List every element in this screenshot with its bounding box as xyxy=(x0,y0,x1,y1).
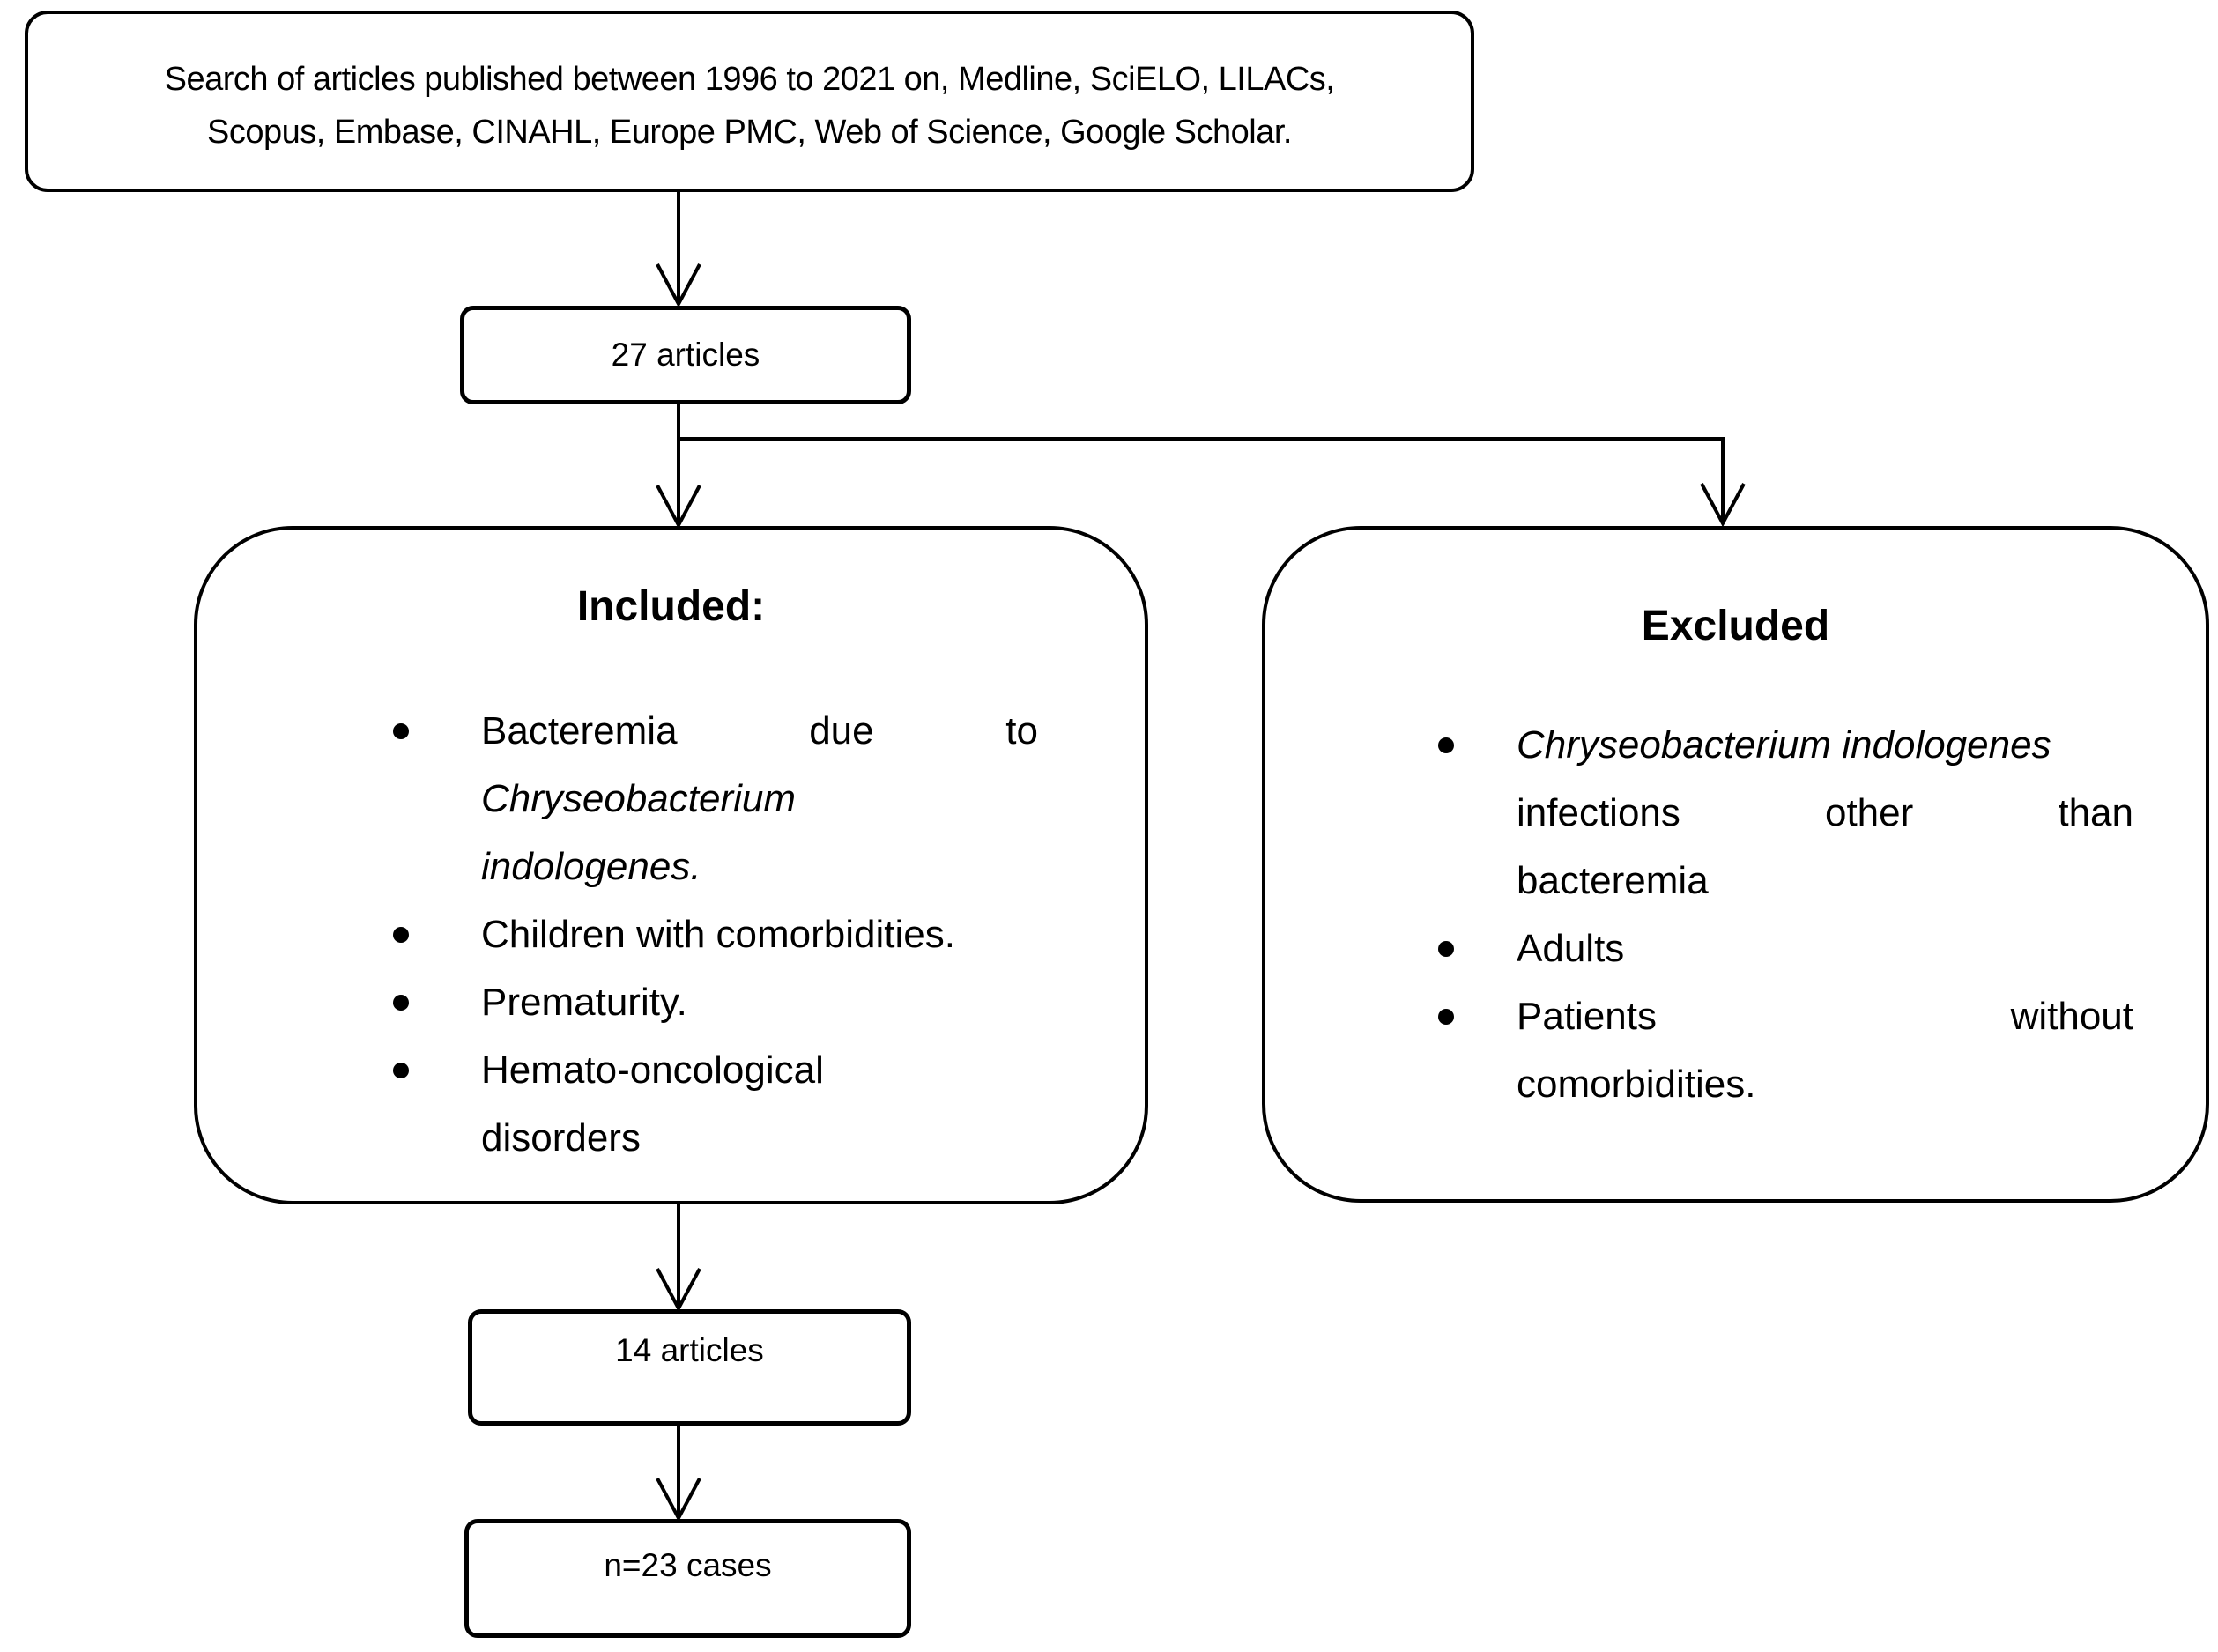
arrow-14articles-to-cases xyxy=(656,1426,701,1522)
articles-found-box: 27 articles xyxy=(460,306,911,404)
bullet-line: Chryseobacterium xyxy=(481,777,797,820)
list-item: Bacteremia due to Chryseobacterium indol… xyxy=(393,697,1038,900)
arrow-27articles-to-included xyxy=(656,404,701,530)
list-item: Adults xyxy=(1438,915,2133,982)
bullet-line: indologenes. xyxy=(481,845,701,888)
list-item: Prematurity. xyxy=(393,968,1038,1036)
search-sources-line1: Search of articles published between 199… xyxy=(164,61,1335,98)
bullet-line: Bacteremia due to xyxy=(481,709,1038,752)
excluded-bullet-list: Chryseobacterium indologenes infections … xyxy=(1438,711,2133,1118)
included-title: Included: xyxy=(576,583,766,630)
list-item: Children with comorbidities. xyxy=(393,900,1038,968)
bullet-line: Adults xyxy=(1517,927,1625,970)
articles-found-label: 27 articles xyxy=(611,337,760,373)
included-bullet-list: Bacteremia due to Chryseobacterium indol… xyxy=(393,697,1038,1172)
bullet-line: Chryseobacterium indologenes xyxy=(1517,723,2051,767)
arrow-included-to-14articles xyxy=(656,1204,701,1313)
excluded-title: Excluded xyxy=(1641,603,1830,649)
bullet-line: Hemato-oncological xyxy=(481,1048,824,1092)
bullet-icon xyxy=(393,927,409,943)
list-item: Patients without comorbidities. xyxy=(1438,982,2133,1118)
bullet-line: infections other than xyxy=(1517,791,2133,834)
included-criteria-box: Included: Bacteremia due to Chryseobacte… xyxy=(194,526,1148,1204)
selected-articles-box: 14 articles xyxy=(468,1309,911,1426)
bullet-icon xyxy=(393,1063,409,1078)
cases-box: n=23 cases xyxy=(464,1519,911,1638)
selected-articles-label: 14 articles xyxy=(615,1332,764,1368)
bullet-icon xyxy=(1438,941,1454,957)
bullet-icon xyxy=(1438,737,1454,753)
bullet-line: disorders xyxy=(481,1116,641,1159)
list-item: Hemato-oncological disorders xyxy=(393,1036,1038,1172)
bullet-icon xyxy=(393,995,409,1011)
bullet-line: bacteremia xyxy=(1517,859,1709,902)
arrow-27articles-to-excluded xyxy=(679,437,1746,528)
arrow-search-to-27articles xyxy=(656,192,701,308)
bullet-line: Children with comorbidities. xyxy=(481,913,955,956)
search-sources-box: Search of articles published between 199… xyxy=(25,11,1474,192)
excluded-criteria-box: Excluded Chryseobacterium indologenes in… xyxy=(1262,526,2209,1203)
bullet-icon xyxy=(393,723,409,739)
bullet-icon xyxy=(1438,1009,1454,1025)
cases-label: n=23 cases xyxy=(604,1546,772,1583)
list-item: Chryseobacterium indologenes infections … xyxy=(1438,711,2133,915)
bullet-line: comorbidities. xyxy=(1517,1063,1756,1106)
bullet-line: Prematurity. xyxy=(481,981,687,1024)
search-sources-line2: Scopus, Embase, CINAHL, Europe PMC, Web … xyxy=(207,114,1292,151)
bullet-line: Patients without xyxy=(1517,995,2133,1038)
